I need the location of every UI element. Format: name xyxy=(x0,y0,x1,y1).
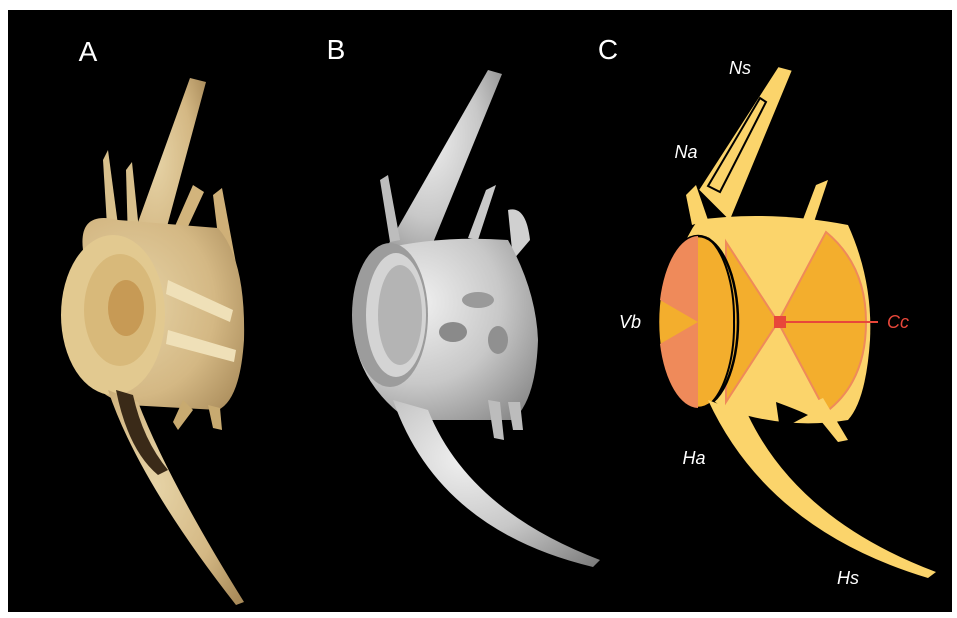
label-ns: Ns xyxy=(729,59,751,77)
label-ha: Ha xyxy=(682,449,705,467)
figure-graphics xyxy=(8,10,952,612)
label-vb: Vb xyxy=(619,313,641,331)
panel-b-3d-render xyxy=(352,70,600,567)
panel-a-specimen-photo xyxy=(61,78,244,605)
figure-panel: A B C Ns Na Vb Cc Ha Hs xyxy=(8,10,952,612)
label-na: Na xyxy=(674,143,697,161)
panel-a-label: A xyxy=(79,38,98,66)
panel-b-label: B xyxy=(327,36,346,64)
label-cc: Cc xyxy=(887,313,909,331)
label-hs: Hs xyxy=(837,569,859,587)
panel-c-label: C xyxy=(598,36,618,64)
